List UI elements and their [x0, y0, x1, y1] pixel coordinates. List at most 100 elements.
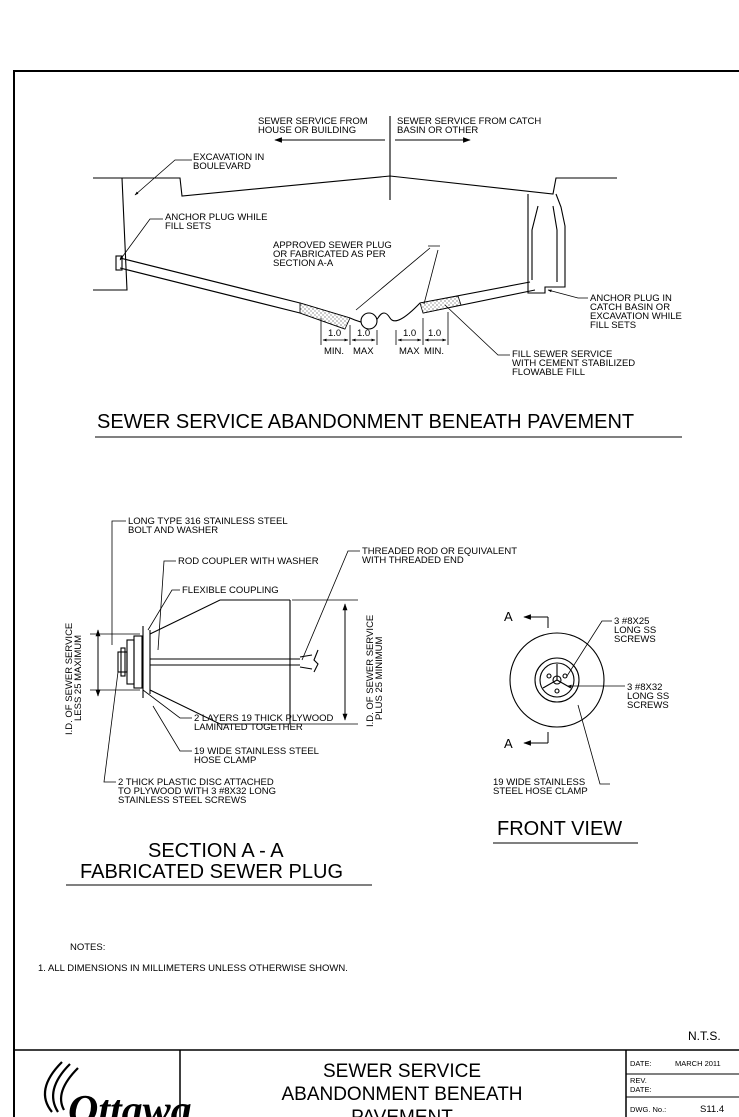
label-anchor-cb-2: CATCH BASIN OR — [590, 302, 670, 313]
city-logo: Ottawa — [68, 1088, 192, 1117]
label-front-clamp-2: STEEL HOSE CLAMP — [493, 786, 588, 797]
label-id-plus-2: PLUS 25 MINIMUM — [374, 637, 385, 720]
dim-2: 1.0 — [357, 328, 370, 339]
dim-min-right: MIN. — [424, 346, 444, 357]
front-view-title: FRONT VIEW — [497, 818, 622, 840]
label-catch-2: BASIN OR OTHER — [397, 125, 478, 136]
label-flex: FLEXIBLE COUPLING — [182, 585, 279, 596]
dimension-lines — [320, 312, 449, 345]
label-bolt-1: LONG TYPE 316 STAINLESS STEEL — [128, 516, 288, 527]
label-id-less-1: I.D. OF SEWER SERVICE — [64, 623, 75, 735]
rev-label-1: REV. — [630, 1076, 647, 1085]
section-title-2: FABRICATED SEWER PLUG — [80, 861, 343, 883]
label-id-less-2: LESS 25 MAXIMUM — [73, 635, 84, 721]
label-clamp-1: 19 WIDE STAINLESS STEEL — [194, 746, 319, 757]
excavation-leader — [134, 159, 192, 196]
label-anchor-cb-1: ANCHOR PLUG IN — [590, 293, 672, 304]
title-block — [14, 1049, 739, 1117]
date-label: DATE: — [630, 1059, 652, 1068]
front-view — [509, 632, 605, 728]
label-plug-1: APPROVED SEWER PLUG — [273, 240, 392, 251]
tb-title-1: SEWER SERVICE — [323, 1061, 481, 1082]
label-house-1: SEWER SERVICE FROM — [258, 116, 368, 127]
plug-leader — [355, 245, 440, 311]
section-plug-view — [117, 599, 319, 725]
dim-3: 1.0 — [403, 328, 416, 339]
label-anchor-cb-3: EXCAVATION WHILE — [590, 311, 682, 322]
label-anchor-cb-4: FILL SETS — [590, 320, 636, 331]
label-fill-1: FILL SEWER SERVICE — [512, 349, 612, 360]
label-screw25-1: 3 #8X25 — [614, 616, 649, 627]
front-leaders — [566, 620, 625, 785]
fill-leader — [444, 304, 510, 356]
label-fill-2: WITH CEMENT STABILIZED — [512, 358, 635, 369]
label-screw25-3: SCREWS — [614, 634, 656, 645]
label-anchor-1: ANCHOR PLUG WHILE — [165, 212, 267, 223]
anchor-leader — [119, 218, 163, 261]
dim-max-left: MAX — [353, 346, 374, 357]
label-plywood-1: 2 LAYERS 19 THICK PLYWOOD — [194, 713, 334, 724]
label-excavation-2: BOULEVARD — [193, 161, 251, 172]
label-clamp-2: HOSE CLAMP — [194, 755, 256, 766]
logo-swoosh-icon — [43, 1061, 79, 1113]
label-threaded-1: THREADED ROD OR EQUIVALENT — [362, 546, 517, 557]
label-screw32-2: LONG SS — [627, 691, 669, 702]
dim-max-right: MAX — [399, 346, 420, 357]
label-fill-3: FLOWABLE FILL — [512, 367, 585, 378]
sheet-border — [13, 70, 739, 1117]
label-screw32-1: 3 #8X32 — [627, 682, 662, 693]
svg-text:REV.DATE:: REV.DATE: — [630, 1076, 652, 1094]
label-disc-3: STAINLESS STEEL SCREWS — [118, 795, 246, 806]
label-catch-1: SEWER SERVICE FROM CATCH — [397, 116, 541, 127]
section-label-a-top: A — [504, 609, 513, 624]
dim-min-left: MIN. — [324, 346, 344, 357]
notes-heading: NOTES: — [70, 942, 105, 953]
section-title-1: SECTION A - A — [148, 840, 284, 862]
label-screw25-2: LONG SS — [614, 625, 656, 636]
flowable-fill-right — [419, 295, 462, 314]
label-excavation-1: EXCAVATION IN — [193, 152, 264, 163]
flowable-fill-left — [299, 302, 351, 330]
dim-1: 1.0 — [328, 328, 341, 339]
date-value: MARCH 2011 — [675, 1059, 721, 1068]
dwg-value: S11.4 — [700, 1104, 724, 1115]
label-plug-2: OR FABRICATED AS PER — [273, 249, 386, 260]
label-anchor-2: FILL SETS — [165, 221, 211, 232]
label-plug-3: SECTION A-A — [273, 258, 334, 269]
label-threaded-2: WITH THREADED END — [362, 555, 464, 566]
dim-4: 1.0 — [428, 328, 441, 339]
label-house-2: HOUSE OR BUILDING — [258, 125, 356, 136]
tb-title-2: ABANDONMENT BENEATH — [281, 1084, 522, 1105]
dwg-label: DWG. No.: — [630, 1105, 666, 1114]
top-view-title: SEWER SERVICE ABANDONMENT BENEATH PAVEME… — [97, 411, 634, 433]
note-1: 1. ALL DIMENSIONS IN MILLIMETERS UNLESS … — [38, 963, 348, 974]
rev-label-2: DATE: — [630, 1085, 652, 1094]
label-disc-2: TO PLYWOOD WITH 3 #8X32 LONG — [118, 786, 276, 797]
label-disc-1: 2 THICK PLASTIC DISC ATTACHED — [118, 777, 274, 788]
label-front-clamp-1: 19 WIDE STAINLESS — [493, 777, 585, 788]
label-id-plus-1: I.D. OF SEWER SERVICE — [365, 615, 376, 727]
section-label-a-bottom: A — [504, 736, 513, 751]
tb-title-3: PAVEMENT — [351, 1107, 453, 1117]
scale-note: N.T.S. — [688, 1029, 721, 1043]
label-screw32-3: SCREWS — [627, 700, 669, 711]
section-leaders — [103, 520, 360, 783]
label-plywood-2: LAMINATED TOGETHER — [194, 722, 303, 733]
label-bolt-2: BOLT AND WASHER — [128, 525, 218, 536]
